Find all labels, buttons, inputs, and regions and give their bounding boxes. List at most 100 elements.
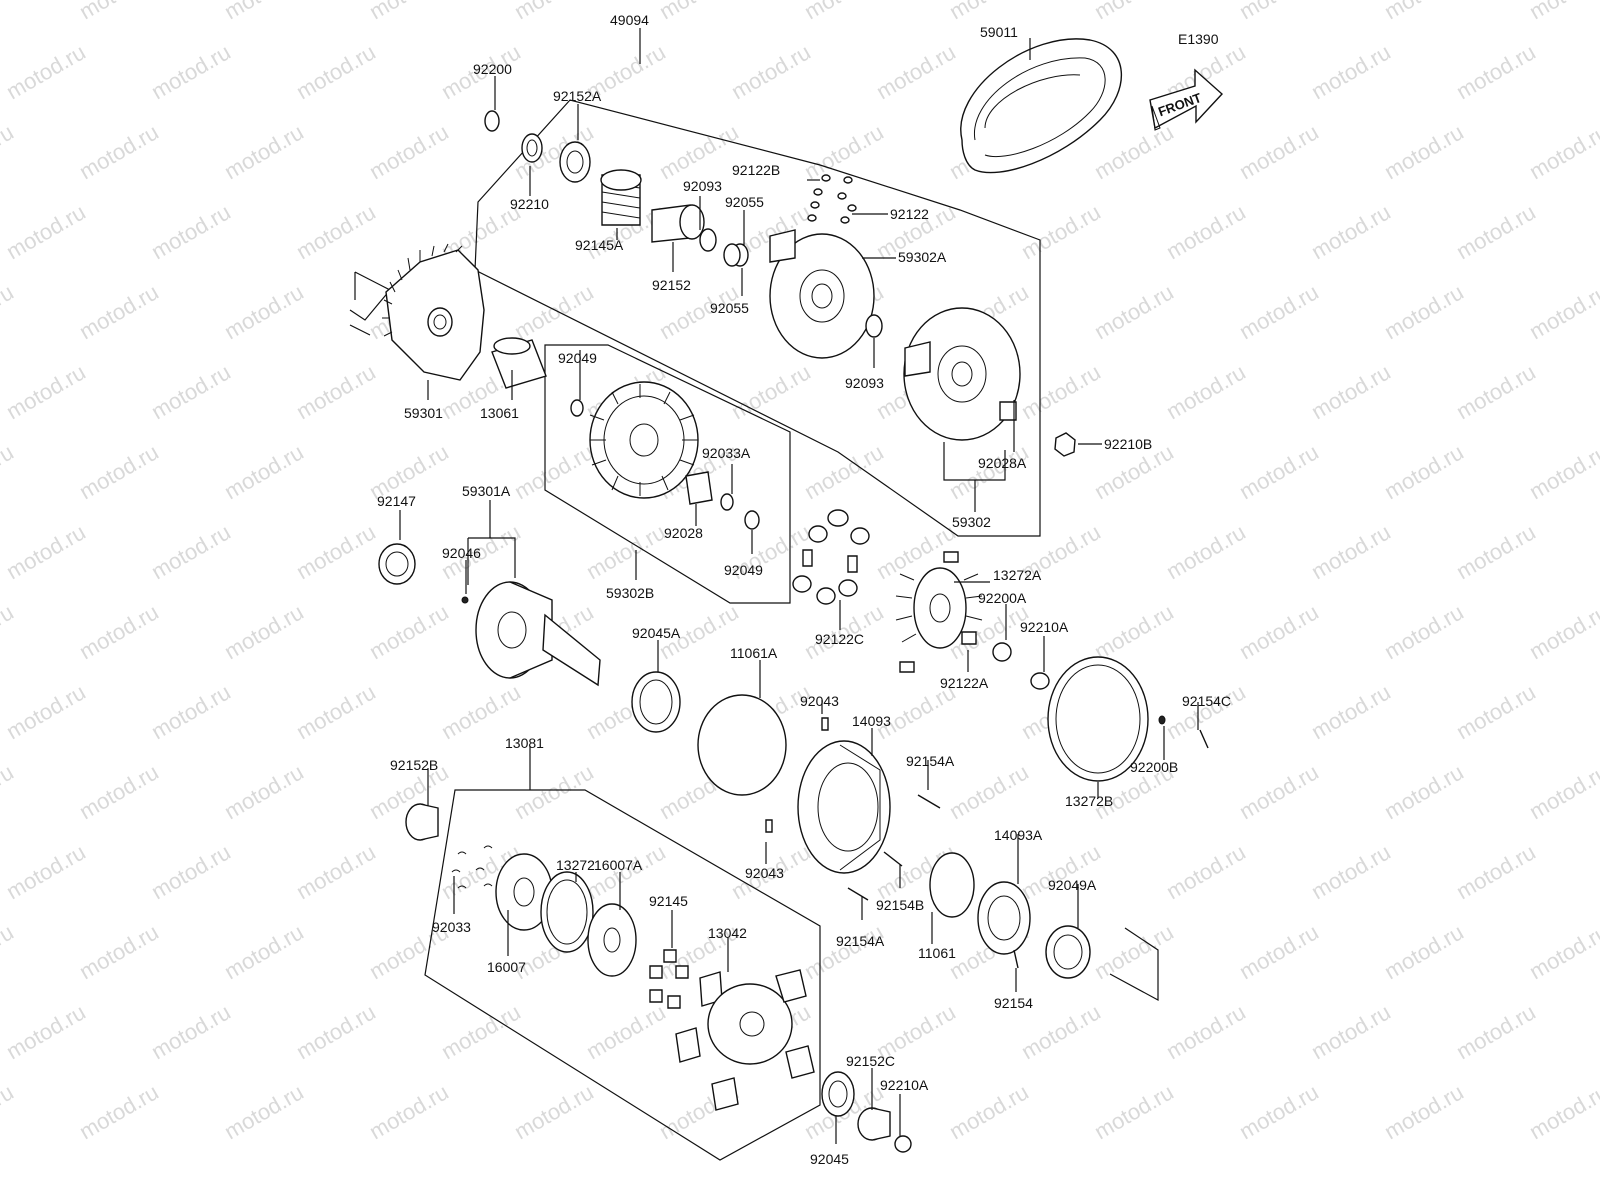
assembly-59302B-outline	[544, 344, 791, 604]
watermark-text: motod.ru	[1090, 279, 1178, 344]
watermark-text: motod.ru	[1162, 199, 1250, 264]
label-92033: 92033	[432, 919, 471, 935]
front-direction-arrow	[1149, 68, 1223, 131]
watermark-text: motod.ru	[365, 1079, 453, 1144]
label-92055-a: 92055	[725, 194, 764, 210]
watermark-text: motod.ru	[1525, 919, 1600, 984]
clips-92033	[451, 845, 493, 889]
nut-92210A-a	[1030, 672, 1050, 690]
label-13272A: 13272A	[993, 567, 1042, 583]
label-92033A: 92033A	[702, 445, 751, 461]
watermark-text: motod.ru	[292, 359, 380, 424]
watermark-text: motod.ru	[1380, 0, 1468, 24]
label-92154A-b: 92154A	[836, 933, 885, 949]
label-59302: 59302	[952, 514, 991, 530]
watermark-text: motod.ru	[1380, 119, 1468, 184]
bearing-92045	[821, 1071, 855, 1117]
watermark-text: motod.ru	[945, 0, 1033, 24]
washer-92200A	[992, 642, 1012, 662]
label-13042: 13042	[708, 925, 747, 941]
ring-92033A	[720, 493, 734, 511]
watermark-text: motod.ru	[220, 919, 308, 984]
cover-14093A	[977, 881, 1031, 955]
sheave-59301	[382, 243, 485, 381]
label-13272B: 13272B	[1065, 793, 1113, 809]
watermark-text: motod.ru	[0, 119, 18, 184]
spider-13272A	[895, 567, 983, 649]
pin-92046	[461, 596, 469, 604]
washer-92210	[521, 133, 543, 163]
watermark-text: motod.ru	[75, 759, 163, 824]
label-92028: 92028	[664, 525, 703, 541]
watermark-text: motod.ru	[220, 279, 308, 344]
bushing-92028	[685, 471, 713, 505]
nut-92210B	[1054, 432, 1076, 457]
label-92122: 92122	[890, 206, 929, 222]
label-92122C: 92122C	[815, 631, 864, 647]
shoe-92122A-3	[899, 661, 915, 673]
watermark-text: motod.ru	[2, 999, 90, 1064]
watermark-text: motod.ru	[1235, 119, 1323, 184]
watermark-text: motod.ru	[1235, 599, 1323, 664]
label-92154A-a: 92154A	[906, 753, 955, 769]
label-13061: 13061	[480, 405, 519, 421]
watermark-text: motod.ru	[2, 839, 90, 904]
watermark-text: motod.ru	[75, 439, 163, 504]
label-92045: 92045	[810, 1151, 849, 1167]
disc-13272	[540, 871, 594, 953]
bushing-92028A	[999, 401, 1017, 421]
label-16007: 16007	[487, 959, 526, 975]
watermark-text: motod.ru	[75, 0, 163, 24]
watermark-text: motod.ru	[510, 1079, 598, 1144]
ring-92093-b	[865, 314, 883, 338]
watermark-text: motod.ru	[2, 519, 90, 584]
label-49094: 49094	[610, 12, 649, 28]
watermark-text: motod.ru	[0, 1079, 18, 1144]
assembly-49094-outline	[474, 99, 1041, 537]
bearing-92152C	[857, 1107, 891, 1141]
label-E1390: E1390	[1178, 31, 1219, 47]
watermark-text: motod.ru	[1307, 679, 1395, 744]
watermark-text: motod.ru	[1525, 439, 1600, 504]
watermark-text: motod.ru	[220, 439, 308, 504]
watermark-text: motod.ru	[147, 199, 235, 264]
pin-92043-a	[821, 717, 829, 731]
label-14093: 14093	[852, 713, 891, 729]
gasket-11061A	[697, 694, 787, 796]
label-92055-b: 92055	[710, 300, 749, 316]
watermark-text: motod.ru	[1452, 839, 1540, 904]
rollers-92122C	[792, 509, 870, 605]
watermark-text: motod.ru	[0, 759, 18, 824]
watermark-text: motod.ru	[292, 839, 380, 904]
watermark-text: motod.ru	[147, 999, 235, 1064]
watermark-text: motod.ru	[0, 599, 18, 664]
watermark-text: motod.ru	[220, 0, 308, 24]
watermark-text: motod.ru	[1235, 0, 1323, 24]
pin-92043-b	[765, 819, 773, 833]
watermark-text: motod.ru	[2, 39, 90, 104]
nut-92210A-b	[894, 1135, 912, 1153]
watermark-text: motod.ru	[147, 839, 235, 904]
watermark-text: motod.ru	[945, 1079, 1033, 1144]
watermark-text: motod.ru	[1525, 0, 1600, 24]
label-59011: 59011	[980, 24, 1018, 40]
ring-92200	[484, 110, 500, 132]
label-13081: 13081	[505, 735, 544, 751]
watermark-text: motod.ru	[510, 279, 598, 344]
label-11061A: 11061A	[730, 645, 778, 661]
drive-shaft-59301A	[475, 581, 601, 687]
watermark-text: motod.ru	[945, 759, 1033, 824]
watermark-text: motod.ru	[1162, 839, 1250, 904]
watermark-text: motod.ru	[1380, 599, 1468, 664]
watermark-text: motod.ru	[147, 519, 235, 584]
watermark-text: motod.ru	[800, 439, 888, 504]
watermark-text: motod.ru	[1017, 199, 1105, 264]
watermark-text: motod.ru	[1090, 119, 1178, 184]
label-92154: 92154	[994, 995, 1033, 1011]
label-59302B: 59302B	[606, 585, 654, 601]
bolt-92154B	[883, 851, 903, 867]
watermark-text: motod.ru	[2, 679, 90, 744]
watermark-text: motod.ru	[1235, 759, 1323, 824]
watermark-text: motod.ru	[800, 119, 888, 184]
